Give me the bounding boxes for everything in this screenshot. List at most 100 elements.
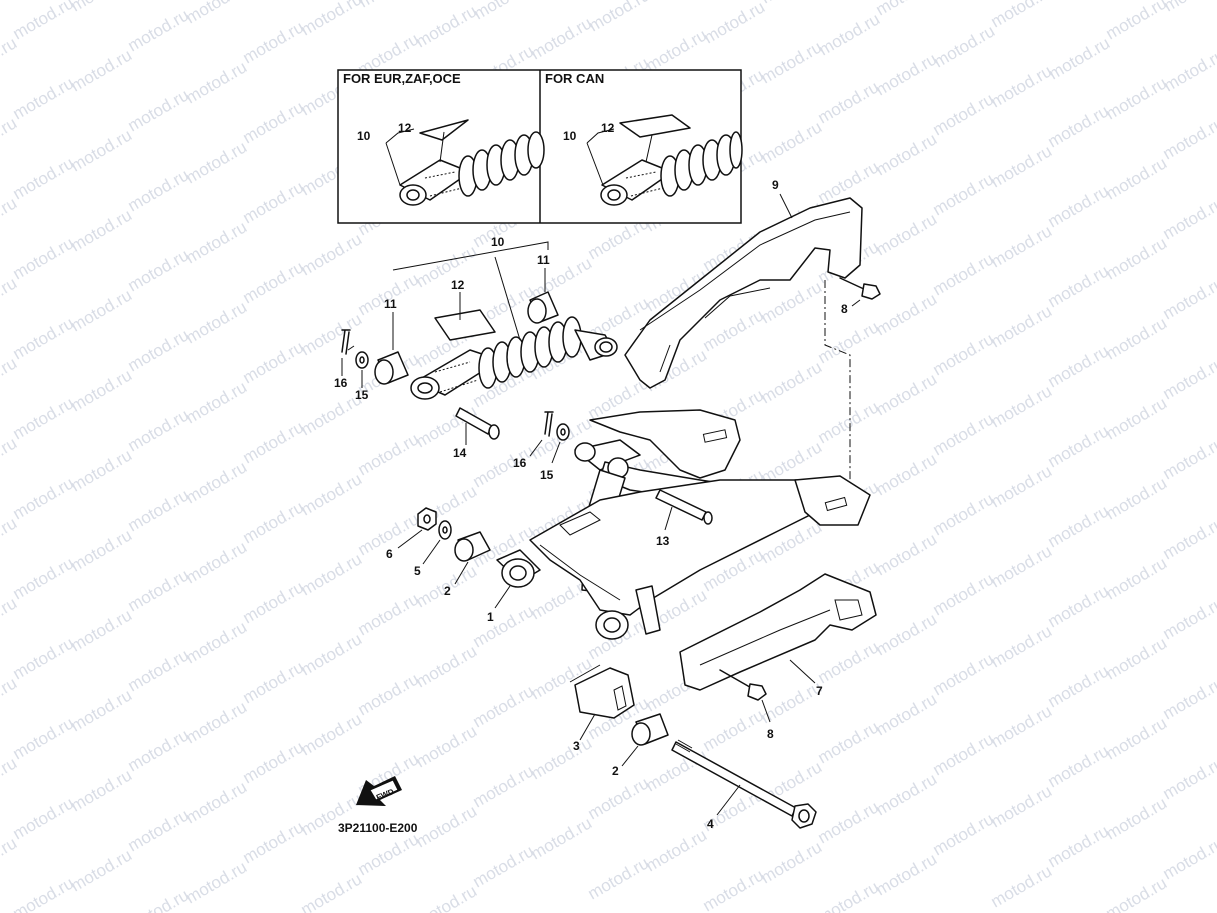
watermark-text: motod.ru	[240, 497, 308, 547]
watermark-text: motod.ru	[413, 641, 481, 691]
watermark-text: motod.ru	[470, 441, 538, 491]
watermark-text: motod.ru	[413, 801, 481, 851]
watermark-text: motod.ru	[873, 289, 941, 339]
watermark-text: motod.ru	[988, 621, 1056, 671]
watermark-text: motod.ru	[298, 549, 366, 599]
watermark-text: motod.ru	[1160, 753, 1217, 803]
watermark-text: motod.ru	[125, 165, 193, 215]
watermark-text: motod.ru	[930, 729, 998, 779]
watermark-text: motod.ru	[1103, 153, 1171, 203]
watermark-text: motod.ru	[1103, 553, 1171, 603]
watermark-text: motod.ru	[701, 0, 769, 47]
watermark-text: motod.ru	[988, 141, 1056, 191]
watermark-text: motod.ru	[183, 57, 251, 107]
watermark-text: motod.ru	[68, 45, 136, 95]
watermark-text: motod.ru	[10, 873, 78, 913]
watermark-text: motod.ru	[930, 169, 998, 219]
watermark-text: motod.ru	[988, 61, 1056, 111]
watermark-text: motod.ru	[1045, 661, 1113, 711]
watermark-text: motod.ru	[1045, 501, 1113, 551]
label-6: 6	[386, 547, 393, 561]
pivot-shaft-4-drawing	[671, 739, 817, 829]
watermark-text: motod.ru	[470, 761, 538, 811]
watermark-text: motod.ru	[1103, 233, 1171, 283]
label-5: 5	[414, 564, 421, 578]
bolt-14-drawing	[455, 407, 500, 440]
bolt-8-upper-drawing	[839, 277, 881, 300]
watermark-text: motod.ru	[1045, 581, 1113, 631]
watermark-text: motod.ru	[700, 305, 768, 355]
watermark-text: motod.ru	[873, 689, 941, 739]
watermark-text: motod.ru	[815, 637, 883, 687]
watermark-text: motod.ru	[298, 709, 366, 759]
label-7: 7	[816, 684, 823, 698]
watermark-text: motod.ru	[183, 697, 251, 747]
watermark-text: motod.ru	[1161, 0, 1217, 15]
watermark-text: motod.ru	[298, 869, 366, 913]
inset-panel: FOR EUR,ZAF,OCE FOR CAN 10 12	[337, 69, 743, 224]
watermark-text: motod.ru	[10, 633, 78, 683]
swingarm-drawing	[496, 409, 871, 640]
watermark-text: motod.ru	[1045, 261, 1113, 311]
collar-2-lower-drawing	[631, 713, 669, 746]
watermark-text: motod.ru	[298, 309, 366, 359]
washer-15-left-drawing	[355, 351, 369, 369]
watermark-text: motod.ru	[815, 877, 883, 913]
watermark-text: motod.ru	[930, 649, 998, 699]
watermark-text: motod.ru	[1103, 793, 1171, 843]
watermark-text: motod.ru	[1103, 473, 1171, 523]
watermark-text: motod.ru	[10, 313, 78, 363]
watermark-text: motod.ru	[125, 645, 193, 695]
inset-right-header: FOR CAN	[545, 71, 604, 86]
watermark-text: motod.ru	[988, 861, 1056, 911]
watermark-text: motod.ru	[470, 681, 538, 731]
watermark-text: motod.ru	[125, 725, 193, 775]
watermark-text: motod.ru	[585, 853, 653, 903]
watermark-text: motod.ru	[240, 177, 308, 227]
watermark-text: motod.ru	[930, 489, 998, 539]
watermark-text: motod.ru	[1103, 633, 1171, 683]
watermark-text: motod.ru	[1103, 873, 1171, 913]
bushing-3-drawing	[569, 664, 635, 719]
watermark-text: motod.ru	[585, 773, 653, 823]
watermark-text: motod.ru	[240, 257, 308, 307]
watermark-text: motod.ru	[1046, 33, 1114, 83]
watermark-text: motod.ru	[988, 781, 1056, 831]
watermark-text: motod.ru	[240, 17, 308, 67]
watermark-text: motod.ru	[10, 553, 78, 603]
watermark-text: motod.ru	[240, 417, 308, 467]
watermark-text: motod.ru	[183, 137, 251, 187]
watermark-text: motod.ru	[988, 541, 1056, 591]
watermark-text: motod.ru	[930, 329, 998, 379]
label-14: 14	[453, 446, 467, 460]
watermark-text: motod.ru	[758, 117, 826, 167]
nut-6-drawing	[417, 507, 437, 531]
washer-15-right-drawing	[556, 423, 570, 441]
watermark-text: motod.ru	[183, 377, 251, 427]
label-11-left: 11	[384, 297, 397, 311]
watermark-text: motod.ru	[355, 669, 423, 719]
watermark-text: motod.ru	[815, 797, 883, 847]
watermark-text: motod.ru	[873, 369, 941, 419]
label-12-right-inset: 12	[601, 121, 615, 135]
label-2-upper: 2	[444, 584, 451, 598]
watermark-text: motod.ru	[988, 701, 1056, 751]
watermark-text: motod.ru	[183, 297, 251, 347]
watermark-text: motod.ru	[298, 0, 366, 39]
label-9: 9	[772, 178, 779, 192]
watermark-text: motod.ru	[930, 89, 998, 139]
label-15-right: 15	[540, 468, 554, 482]
label-16-left: 16	[334, 376, 348, 390]
watermark-text: motod.ru	[1103, 313, 1171, 363]
label-8-upper: 8	[841, 302, 848, 316]
watermark-text: motod.ru	[873, 849, 941, 899]
watermark-text: motod.ru	[1046, 0, 1114, 3]
watermark-text: motod.ru	[1160, 433, 1217, 483]
watermark-text: motod.ru	[1103, 73, 1171, 123]
watermark-text: motod.ru	[988, 381, 1056, 431]
watermark-text: motod.ru	[873, 529, 941, 579]
watermark-text: motod.ru	[183, 537, 251, 587]
watermark-text: motod.ru	[873, 449, 941, 499]
watermark-text: motod.ru	[413, 721, 481, 771]
